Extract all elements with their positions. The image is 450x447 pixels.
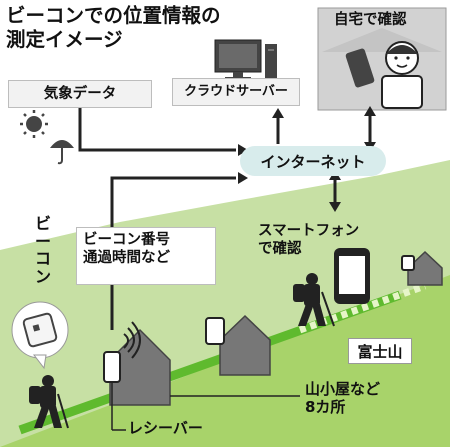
weather-data-label: 気象データ [8, 80, 152, 108]
beacon-tag-icon [11, 301, 69, 370]
beacon-info-line-1: ビーコン番号 [83, 232, 170, 248]
receiver-icon [123, 321, 141, 359]
umbrella-icon [50, 140, 74, 165]
smartphone-check-line-1: スマートフォン [258, 223, 360, 239]
smartphone-check-line-2: で確認 [258, 241, 302, 258]
beacon-info-line-2: 通過時間など [83, 250, 170, 267]
mount-fuji-label: 富士山 [348, 338, 412, 364]
sun-icon [20, 110, 48, 138]
beacon-label: ビーコン [34, 214, 51, 286]
cloud-server-label: クラウドサーバー [172, 78, 300, 106]
title-line-2: 測定イメージ [6, 27, 123, 51]
receiver-label: レシーバー [128, 419, 203, 437]
home-check-label: 自宅で確認 [334, 12, 407, 28]
beacon-info-label: ビーコン番号 通過時間など [76, 227, 216, 285]
hut-icon [109, 250, 443, 406]
smartphone-icon [334, 248, 370, 304]
smartphone-check-label: スマートフォン で確認 [258, 222, 359, 258]
person-home-icon [345, 41, 423, 109]
huts-line-1: 山小屋など [305, 380, 381, 398]
hiker-icon [293, 273, 335, 327]
huts-label: 山小屋など 8カ所 [305, 380, 380, 416]
diagram-title: ビーコンでの位置情報の 測定イメージ [6, 4, 221, 52]
computer-server-icon [214, 39, 277, 80]
huts-line-2: 8カ所 [305, 398, 346, 416]
hiker-icon-2 [29, 375, 69, 429]
title-line-1: ビーコンでの位置情報の [6, 4, 221, 27]
internet-label: インターネット [240, 146, 386, 176]
